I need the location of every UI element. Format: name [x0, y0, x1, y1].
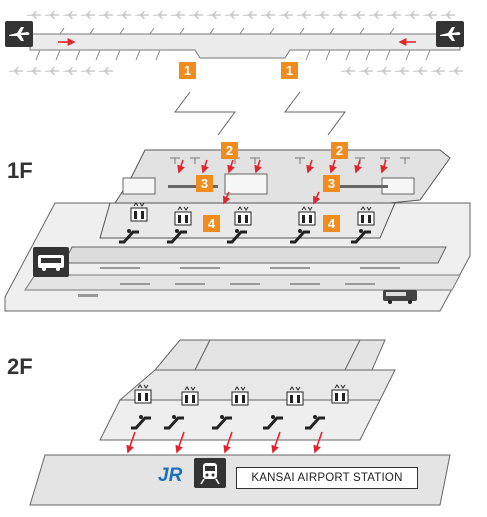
- step-badge-4: 4: [323, 215, 340, 232]
- floor-2f-plan: [29, 339, 451, 506]
- elevator-icon: [286, 386, 304, 406]
- bus-icon: [382, 289, 418, 305]
- escalator-icon: [226, 228, 248, 244]
- step-badge-2: 2: [331, 142, 348, 159]
- escalator-icon: [304, 414, 326, 430]
- step-badge-2: 2: [221, 142, 238, 159]
- escalator-icon: [350, 228, 372, 244]
- airplane-icon: [436, 21, 464, 47]
- bus-icon: [33, 247, 69, 277]
- step-badge-1: 1: [281, 62, 298, 79]
- floor-label-2f: 2F: [7, 354, 33, 379]
- parked-planes-bottom: [8, 67, 464, 75]
- escalator-icon: [289, 228, 311, 244]
- escalator-icon: [130, 414, 152, 430]
- elevator-icon: [134, 384, 152, 404]
- elevator-icon: [234, 206, 252, 226]
- step-badge-3: 3: [323, 175, 340, 192]
- elevator-icon: [181, 386, 199, 406]
- train-icon: [194, 458, 226, 488]
- elevator-icon: [174, 206, 192, 226]
- apron-area: [8, 11, 464, 136]
- step-badge-4: 4: [203, 215, 220, 232]
- escalator-icon: [211, 414, 233, 430]
- elevator-icon: [357, 206, 375, 226]
- escalator-icon: [166, 228, 188, 244]
- escalator-icon: [118, 228, 140, 244]
- station-name-label: KANSAI AIRPORT STATION: [236, 467, 418, 489]
- elevator-icon: [298, 206, 316, 226]
- escalator-icon: [262, 414, 284, 430]
- step-badge-1: 1: [179, 62, 196, 79]
- elevator-icon: [130, 202, 148, 222]
- escalator-icon: [163, 414, 185, 430]
- elevator-icon: [231, 386, 249, 406]
- elevator-icon: [331, 384, 349, 404]
- step-badge-3: 3: [196, 175, 213, 192]
- airplane-icon: [5, 21, 33, 47]
- floor-label-1f: 1F: [7, 158, 33, 183]
- parked-planes-top: [26, 11, 456, 19]
- jr-logo: JR: [158, 465, 183, 486]
